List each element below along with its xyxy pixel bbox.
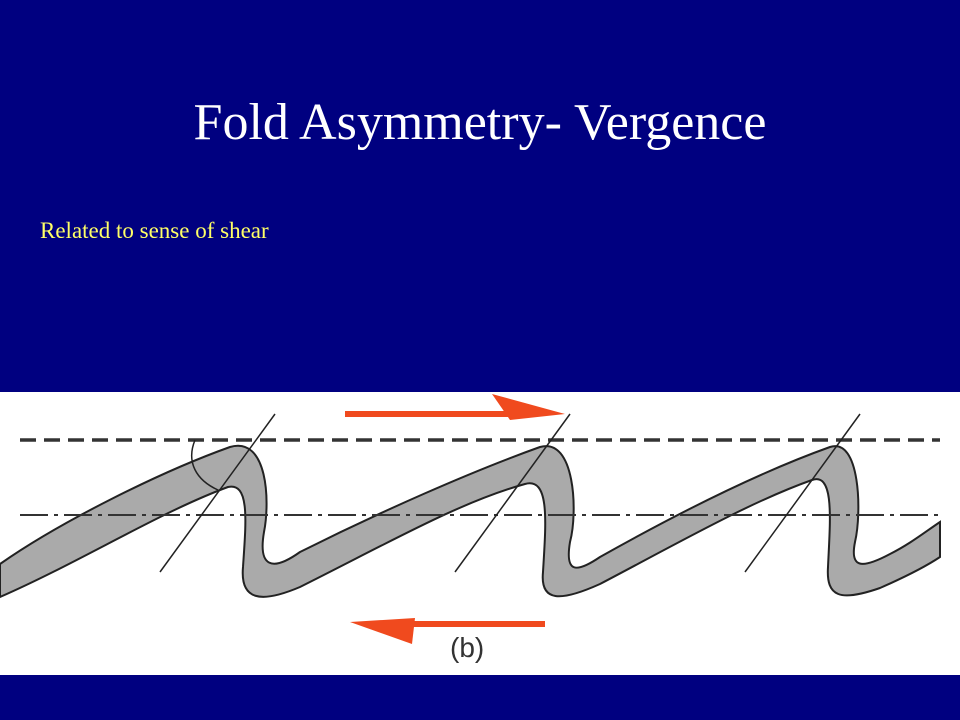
right-shear-arrow-icon	[345, 394, 565, 420]
fold-diagram: (b)	[0, 392, 960, 675]
figure-label: (b)	[450, 632, 485, 663]
left-shear-arrow-icon	[350, 618, 545, 644]
hinge-angle-arc	[190, 439, 219, 491]
axial-trace-3	[744, 413, 861, 573]
slide-subtitle: Related to sense of shear	[40, 218, 269, 243]
axial-trace-1	[159, 413, 276, 573]
fold-diagram-svg	[0, 394, 941, 644]
folded-layer	[0, 444, 941, 599]
axial-trace-2	[454, 413, 571, 573]
slide-title: Fold Asymmetry- Vergence	[193, 94, 767, 151]
